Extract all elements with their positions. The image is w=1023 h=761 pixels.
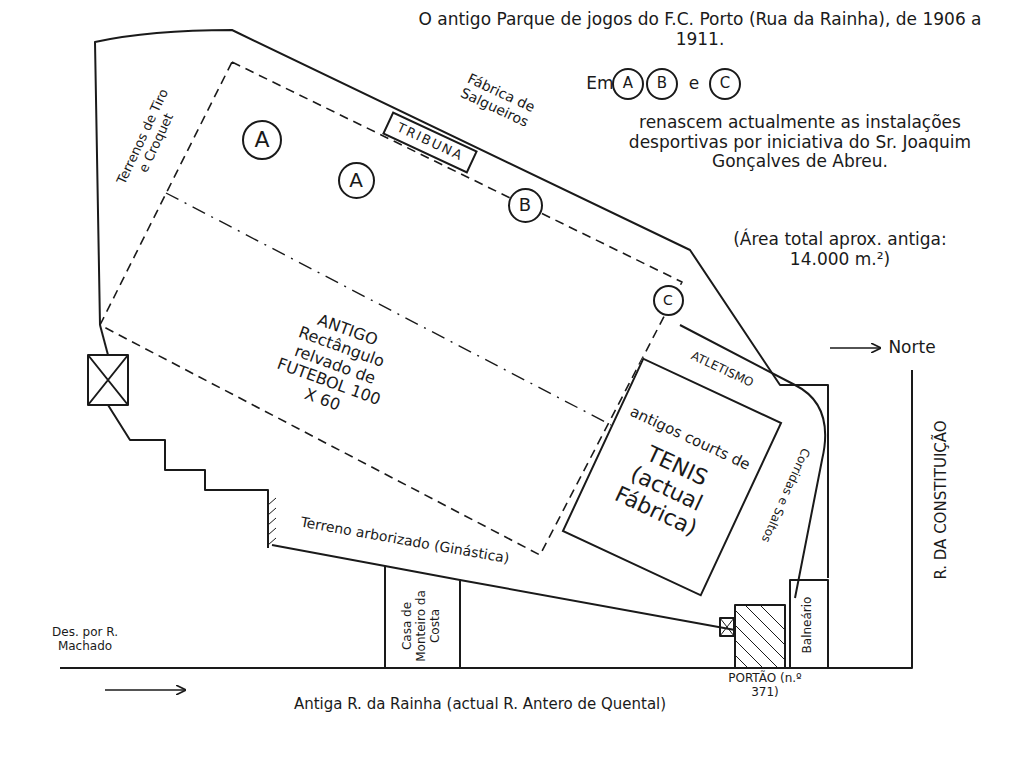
traffic-arrow	[105, 689, 185, 691]
house-label: Casa de Monteiro da Costa	[401, 590, 442, 662]
street-line	[60, 370, 912, 668]
neighbour-label: Fábrica de Salgueiros	[441, 62, 554, 138]
legend-word: e	[689, 74, 699, 94]
legend-circle: A	[612, 68, 644, 100]
zone-circle: C	[653, 285, 684, 316]
area-label: Terreno arborizado (Ginástica)	[299, 514, 510, 567]
street-name: R. DA CONSTITUIÇÃO	[933, 420, 950, 579]
corner-building	[88, 355, 128, 405]
node-text: A	[623, 75, 633, 92]
track-label: Corridas e Saltos	[758, 446, 812, 544]
zone-circle: B	[508, 188, 543, 223]
north-arrow	[830, 347, 880, 349]
building-label: Balneário	[801, 597, 815, 654]
field-label: ANTIGO Rectângulo relvado de FUTEBOL 100…	[263, 301, 407, 428]
node-text: B	[519, 195, 531, 216]
map-title: O antigo Parque de jogos do F.C. Porto (…	[400, 10, 1000, 49]
node-text: A	[254, 127, 269, 152]
gate-post-cross	[720, 618, 734, 636]
corner-building-cross	[88, 355, 128, 405]
node-text: C	[720, 75, 730, 92]
node-text: C	[663, 292, 673, 308]
street-name: Antiga R. da Rainha (actual R. Antero de…	[270, 696, 690, 713]
legend-circle: C	[709, 68, 741, 100]
house-outline	[385, 566, 460, 668]
area-label: Terrenos de Tiro e Croquet	[113, 84, 187, 196]
node-text: TRIBUNA	[394, 120, 465, 164]
zone-circle: A	[338, 162, 375, 199]
tennis-courts: antigos courts deTENIS (actual Fábrica)	[562, 357, 783, 596]
north-label: Norte	[888, 338, 935, 358]
legend-word: Em	[586, 74, 613, 94]
legend-note: renascem actualmente as instalações desp…	[600, 113, 1000, 172]
gate-label: PORTÃO (n.º 371)	[728, 672, 803, 700]
gate-block	[735, 605, 785, 668]
wall-hatch	[268, 498, 276, 545]
zone-circle: A	[242, 120, 282, 160]
boundary-link	[100, 325, 108, 355]
author-credit: Des. por R. Machado	[45, 626, 125, 654]
gate-hatch	[735, 605, 785, 668]
node-text: A	[349, 169, 363, 192]
staircase-wall	[108, 405, 268, 548]
south-boundary	[272, 545, 385, 566]
gate-post	[720, 618, 734, 636]
field-axis	[166, 193, 611, 425]
area-note: (Área total aprox. antiga: 14.000 m.²)	[720, 230, 960, 269]
legend-circle: B	[646, 68, 678, 100]
node-text: B	[657, 75, 667, 92]
